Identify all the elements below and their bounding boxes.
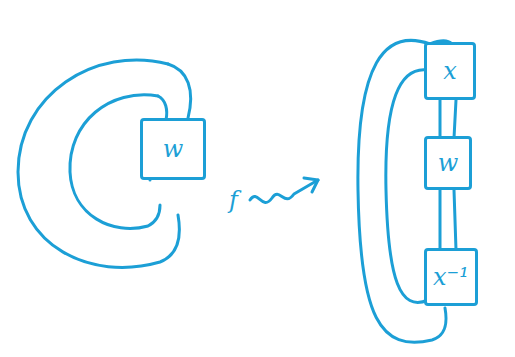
- label-box: x: [424, 42, 476, 100]
- band-strand: [454, 190, 456, 250]
- label-box: w: [424, 136, 472, 190]
- label-box: x⁻¹: [424, 248, 478, 306]
- band-strand: [439, 100, 442, 138]
- box-label: w: [438, 151, 459, 175]
- surface-outline: [386, 70, 428, 303]
- box-label: x⁻¹: [433, 265, 469, 289]
- band-strand: [439, 190, 442, 250]
- band-strand: [168, 64, 191, 118]
- band-strand: [158, 96, 167, 120]
- arrow-head: [304, 178, 318, 192]
- band-strand: [454, 100, 456, 138]
- box-label: x: [443, 59, 457, 83]
- label-box: w: [140, 118, 206, 180]
- box-label: w: [163, 137, 184, 161]
- map-label: f: [228, 188, 239, 212]
- map-arrow: [250, 180, 318, 203]
